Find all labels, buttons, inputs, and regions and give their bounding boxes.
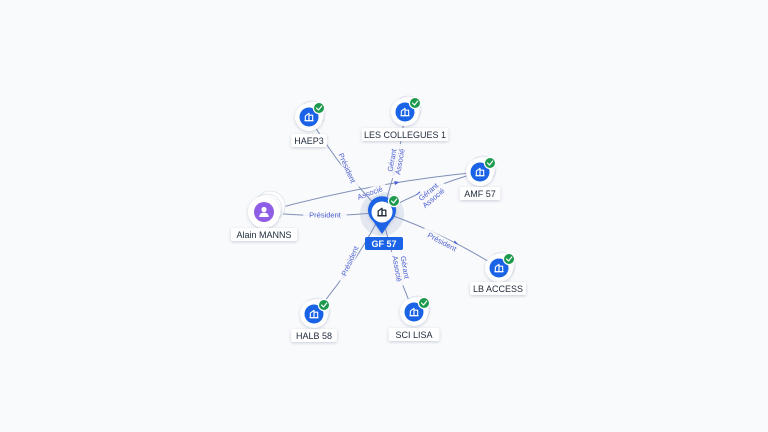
edge-label: Président <box>336 239 363 283</box>
edge-label: Président <box>303 210 347 220</box>
building-icon <box>409 307 419 317</box>
building-icon <box>377 207 387 217</box>
company-label-amf-57-text: AMF 57 <box>464 189 496 199</box>
person-label: Alain MANNS <box>230 228 298 241</box>
company-label-sci-lisa: SCI LISA <box>388 328 440 341</box>
company-label-haep3-text: HAEP3 <box>294 136 324 146</box>
company-label-amf-57: AMF 57 <box>459 187 501 200</box>
edge-label-text: Président <box>339 244 360 277</box>
building-icon <box>304 112 314 122</box>
company-label-haep3: HAEP3 <box>291 134 327 147</box>
company-label-halb-58: HALB 58 <box>291 329 337 342</box>
verified-check-icon <box>387 194 401 208</box>
edge-label: Président <box>420 227 464 256</box>
edge-label-text: Gérant <box>399 255 412 280</box>
edge-arrow <box>394 181 400 185</box>
company-label-lb-access-text: LB ACCESS <box>473 284 523 294</box>
edge-label-text: Président <box>336 152 357 185</box>
edge-label-text: Président <box>309 211 342 220</box>
company-node-sci-lisa[interactable] <box>400 295 431 326</box>
company-node-halb-58[interactable] <box>300 297 331 328</box>
company-node-amf-57[interactable] <box>466 155 497 186</box>
center-label-text: GF 57 <box>371 239 396 249</box>
company-label-lb-access: LB ACCESS <box>470 282 526 295</box>
person-label-text: Alain MANNS <box>236 230 291 240</box>
person-icon <box>259 206 269 217</box>
edge-person-amf-57 <box>263 171 481 213</box>
building-icon <box>475 167 485 177</box>
center-company-node[interactable] <box>368 194 401 234</box>
edge-label-text: Président <box>426 231 459 254</box>
company-label-halb-58-text: HALB 58 <box>296 331 332 341</box>
edge-label-text: Associé <box>393 148 406 175</box>
building-icon <box>400 107 410 117</box>
company-label-les-collegues-1: LES COLLEGUES 1 <box>361 128 449 141</box>
verified-check-icon <box>502 252 516 266</box>
company-node-lb-access[interactable] <box>485 251 516 282</box>
center-label: GF 57 <box>365 237 403 250</box>
verified-check-icon <box>483 156 497 170</box>
verified-check-icon <box>408 96 422 110</box>
company-node-les-collegues-1[interactable] <box>391 95 422 126</box>
edge-label: Président <box>334 146 361 190</box>
verified-check-icon <box>417 296 431 310</box>
edge-label-text: Gérant <box>386 147 399 172</box>
edge-label-text: Associé <box>390 255 403 282</box>
person-node[interactable] <box>248 190 286 228</box>
building-icon <box>309 309 319 319</box>
company-label-sci-lisa-text: SCI LISA <box>395 330 432 340</box>
verified-check-icon <box>312 101 326 115</box>
company-node-haep3[interactable] <box>295 100 326 131</box>
company-label-les-collegues-1-text: LES COLLEGUES 1 <box>364 130 446 140</box>
building-icon <box>494 263 504 273</box>
verified-check-icon <box>317 298 331 312</box>
